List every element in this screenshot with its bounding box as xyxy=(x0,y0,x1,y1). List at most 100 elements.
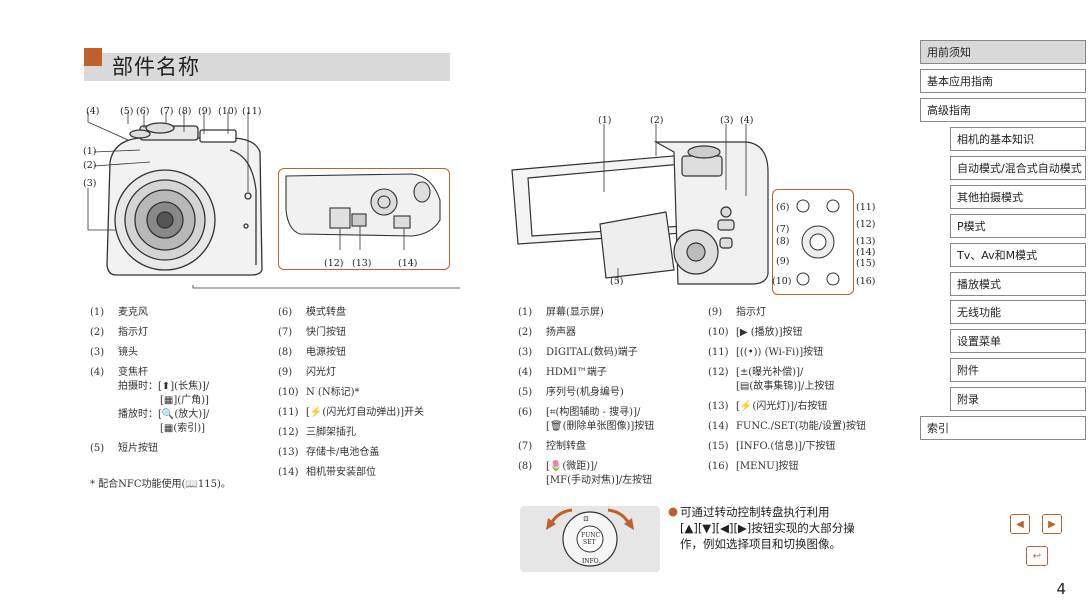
dial-label-9: (9) xyxy=(776,256,790,267)
list-item: (14)FUNC./SET(功能/设置)按钮 xyxy=(708,421,866,432)
sidebar-item[interactable]: 高级指南 xyxy=(920,98,1086,122)
front-parts-col2: (6)模式转盘 (7)快门按钮 (8)电源按钮 (9)闪光灯 (10)N (N标… xyxy=(278,306,424,480)
front-label-7: (7) xyxy=(160,106,174,117)
sidebar-item[interactable]: 基本应用指南 xyxy=(920,69,1086,93)
triangle-right-icon: ▶ xyxy=(1048,518,1056,530)
front-label-9: (9) xyxy=(198,106,212,117)
back-label-3: (3) xyxy=(720,115,734,126)
list-item: (3)镜头 xyxy=(90,347,138,358)
title-marker xyxy=(84,48,102,66)
list-item: (9)指示灯 xyxy=(708,307,766,318)
sidebar-item[interactable]: P模式 xyxy=(950,214,1086,238)
front-label-5: (5) xyxy=(120,106,134,117)
return-icon: ↩ xyxy=(1032,550,1042,562)
next-page-button[interactable]: ▶ xyxy=(1042,514,1062,534)
front-parts-col1: (1)麦克风 (2)指示灯 (3)镜头 (4)变焦杆 拍摄时：[⬆](长焦)]/… xyxy=(90,306,209,456)
list-item: (13)[⚡(闪光灯)]/右按钮 xyxy=(708,401,828,412)
front-label-8: (8) xyxy=(178,106,192,117)
return-button[interactable]: ↩ xyxy=(1026,546,1048,566)
dial-func-text: FUNC xyxy=(581,532,601,539)
list-item: (9)闪光灯 xyxy=(278,367,336,378)
page-title: 部件名称 xyxy=(112,55,200,79)
dial-top-text: ⊡ xyxy=(583,515,589,523)
dial-info-text: INFO. xyxy=(582,558,601,565)
back-camera-figure xyxy=(511,124,769,285)
note-line: 作，例如选择项目和切换图像。 xyxy=(680,537,841,551)
list-item: (6)[⌗(构图辅助 - 搜寻)]/ xyxy=(518,407,641,418)
list-item: (8)电源按钮 xyxy=(278,347,346,358)
sidebar-item[interactable]: 相机的基本知识 xyxy=(950,127,1086,151)
list-item: (5)序列号(机身编号) xyxy=(518,387,624,398)
list-item: (5)短片按钮 xyxy=(90,443,158,454)
list-item: (11)[((•)) (Wi-Fi)]按钮 xyxy=(708,347,824,358)
front-label-1: (1) xyxy=(83,146,97,157)
list-item: (6)模式转盘 xyxy=(278,307,346,318)
dial-label-8: (8) xyxy=(776,236,790,247)
list-item: (15)[INFO.(信息)]/下按钮 xyxy=(708,441,836,452)
sidebar-item[interactable]: Tv、Av和M模式 xyxy=(950,243,1086,267)
note-bullet: ● xyxy=(668,504,679,518)
dial-set-text: SET xyxy=(583,539,596,546)
sidebar-item[interactable]: 用前须知 xyxy=(920,40,1086,64)
dial-label-11: (11) xyxy=(856,202,876,213)
control-dial-icon xyxy=(546,508,634,567)
back-parts-col1: (1)屏幕(显示屏) (2)扬声器 (3)DIGITAL(数码)端子 (4)HD… xyxy=(518,306,654,488)
list-item: (14)相机带安装部位 xyxy=(278,467,376,478)
list-item: (1)麦克风 xyxy=(90,307,148,318)
front-label-2: (2) xyxy=(83,160,97,171)
front-label-3: (3) xyxy=(83,178,97,189)
note-line: 可通过转动控制转盘执行利用 xyxy=(680,505,830,519)
list-item: (12)三脚架插孔 xyxy=(278,427,356,438)
list-item: [▤(故事集锦)]/上按钮 xyxy=(736,381,835,392)
list-item: (16)[MENU]按钮 xyxy=(708,461,799,472)
sidebar-item[interactable]: 其他拍摄模式 xyxy=(950,185,1086,209)
sidebar-item[interactable]: 设置菜单 xyxy=(950,329,1086,353)
front-label-6: (6) xyxy=(136,106,150,117)
sidebar-item[interactable]: 附件 xyxy=(950,358,1086,382)
sidebar-item[interactable]: 播放模式 xyxy=(950,272,1086,296)
bottom-view-box xyxy=(278,168,450,270)
front-label-10: (10) xyxy=(218,106,238,117)
list-item: (3)DIGITAL(数码)端子 xyxy=(518,347,638,358)
front-camera-figure xyxy=(87,112,460,289)
list-item: (13)存储卡/电池仓盖 xyxy=(278,447,380,458)
list-item: (12)[±(曝光补偿)]/ xyxy=(708,367,804,378)
front-label-4: (4) xyxy=(86,106,100,117)
list-item: (10)N (N标记)* xyxy=(278,387,360,398)
list-item: [▦](广角)] xyxy=(160,395,209,406)
triangle-left-icon: ◀ xyxy=(1016,518,1024,530)
sidebar-item[interactable]: 自动模式/混合式自动模式 xyxy=(950,156,1086,180)
front-label-11: (11) xyxy=(242,106,262,117)
list-item: (7)快门按钮 xyxy=(278,327,346,338)
dial-label-13: (13) xyxy=(856,236,876,247)
sidebar-item[interactable]: 附录 xyxy=(950,387,1086,411)
back-label-4: (4) xyxy=(740,115,754,126)
back-label-5: (5) xyxy=(610,276,624,287)
dial-label-16: (16) xyxy=(856,276,876,287)
bottom-label-12: (12) xyxy=(324,258,344,269)
back-parts-col2: (9)指示灯 (10)[▶ (播放)]按钮 (11)[((•)) (Wi-Fi)… xyxy=(708,306,866,474)
dial-label-15: (15) xyxy=(856,258,876,269)
list-item: (2)指示灯 xyxy=(90,327,148,338)
list-item: (2)扬声器 xyxy=(518,327,576,338)
note-text: 可通过转动控制转盘执行利用 [▲][▼][◀][▶]按钮实现的大部分操 作，例如… xyxy=(680,504,855,552)
dial-detail-box xyxy=(772,189,854,295)
list-item: (4)HDMI™端子 xyxy=(518,367,607,378)
sidebar-item[interactable]: 索引 xyxy=(920,416,1086,440)
list-item: [🗑(删除单张图像)]按钮 xyxy=(546,421,655,432)
title-bar xyxy=(84,53,450,81)
dial-label-7: (7) xyxy=(776,224,790,235)
list-item: (11)[⚡(闪光灯自动弹出)]开关 xyxy=(278,407,425,418)
prev-page-button[interactable]: ◀ xyxy=(1010,514,1030,534)
dial-label-12: (12) xyxy=(856,219,876,230)
footnote: * 配合NFC功能使用(📖115)。 xyxy=(90,479,231,490)
page-number: 4 xyxy=(1056,580,1066,598)
list-item: 播放时：[🔍(放大)]/ xyxy=(118,409,210,420)
control-dial-panel: ⊡ FUNC SET INFO. xyxy=(520,506,660,572)
list-item: 拍摄时：[⬆](长焦)]/ xyxy=(118,381,210,392)
back-label-2: (2) xyxy=(650,115,664,126)
bottom-label-13: (13) xyxy=(352,258,372,269)
sidebar-item[interactable]: 无线功能 xyxy=(950,300,1086,324)
bottom-label-14: (14) xyxy=(398,258,418,269)
dial-label-10: (10) xyxy=(772,276,792,287)
